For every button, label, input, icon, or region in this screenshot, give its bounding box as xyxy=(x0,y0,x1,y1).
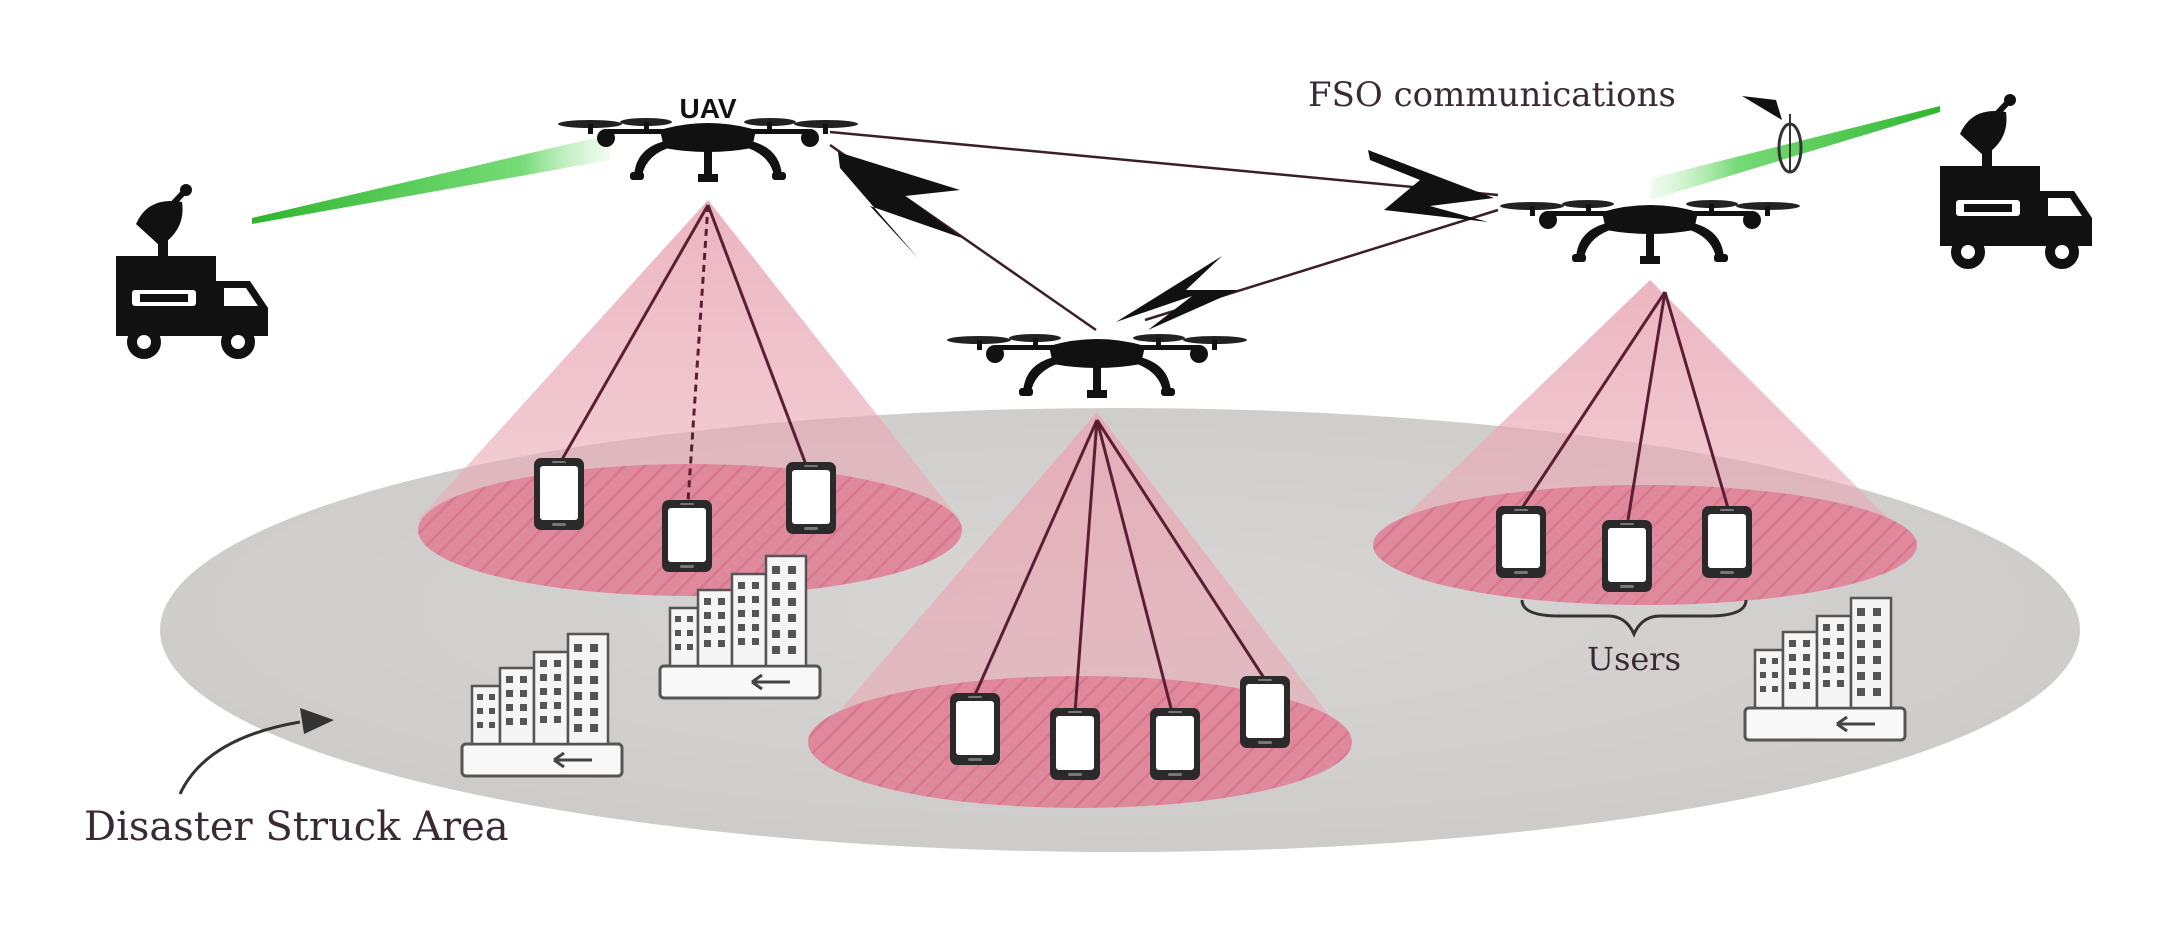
user-links-right xyxy=(1520,291,1730,521)
mobile-phone-icon xyxy=(1050,708,1100,780)
users-brace xyxy=(1520,599,1748,638)
fso-beam-left xyxy=(252,134,612,224)
satellite-truck-right-icon xyxy=(1940,94,2092,269)
user-links-center xyxy=(973,419,1266,713)
lightning-bolt-icon xyxy=(1116,256,1238,330)
uav-right-icon xyxy=(1500,200,1800,264)
lightning-bolt-icon xyxy=(1368,150,1494,222)
mobile-phone-icon xyxy=(1496,506,1546,578)
optical-terminal-icon xyxy=(1742,96,1803,174)
mobile-phone-icon xyxy=(1702,506,1752,578)
area-pointer-arrow xyxy=(178,708,334,795)
mobile-phone-icon xyxy=(786,462,836,534)
disaster-area-label: Disaster Struck Area xyxy=(84,804,509,850)
mobile-phone-icon xyxy=(950,693,1000,765)
lightning-bolt-icon xyxy=(838,152,962,258)
uav-center-icon xyxy=(947,334,1247,398)
user-links-left xyxy=(558,204,810,503)
mobile-phone-icon xyxy=(1240,676,1290,748)
mobile-phone-icon xyxy=(1602,520,1652,592)
fso-beam-right xyxy=(1650,106,1940,200)
uav-label: UAV xyxy=(679,93,736,124)
mobile-phone-icon xyxy=(1150,708,1200,780)
satellite-truck-left-icon xyxy=(116,184,268,359)
fso-label: FSO communications xyxy=(1308,75,1676,115)
mobile-phone-icon xyxy=(534,458,584,530)
mobile-phone-icon xyxy=(662,500,712,572)
users-label: Users xyxy=(1587,640,1681,678)
